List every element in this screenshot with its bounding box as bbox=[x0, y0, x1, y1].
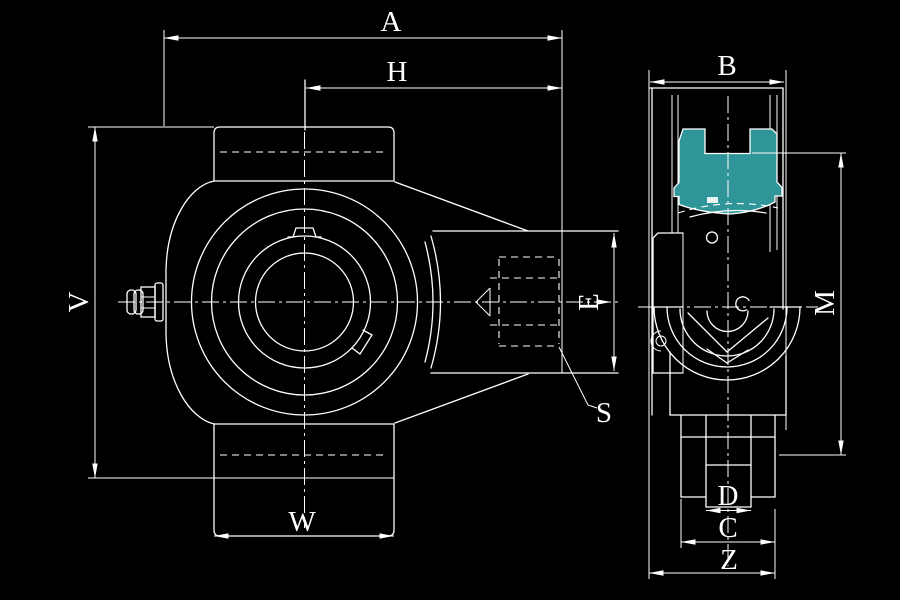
dim-label-z: Z bbox=[720, 544, 738, 576]
snap-hook bbox=[735, 296, 750, 312]
lube-hole bbox=[705, 231, 719, 244]
housing-semicircle bbox=[650, 296, 802, 381]
bearing-insert-highlight bbox=[673, 128, 783, 215]
insert-cross-section bbox=[673, 128, 783, 215]
dim-S: S bbox=[558, 346, 612, 429]
side-flange bbox=[650, 232, 684, 374]
dim-Z: Z bbox=[649, 544, 775, 576]
front-view: A H V bbox=[63, 6, 622, 539]
dim-W: W bbox=[214, 506, 394, 539]
dim-H: H bbox=[304, 56, 562, 131]
top-slot-block bbox=[213, 126, 395, 182]
dim-label-s: S bbox=[596, 397, 612, 429]
dim-label-a: A bbox=[381, 6, 402, 38]
dim-A: A bbox=[163, 6, 563, 373]
set-screw-side bbox=[351, 329, 373, 355]
dim-label-h: H bbox=[387, 56, 408, 88]
side-view: B bbox=[638, 50, 846, 579]
dim-V: V bbox=[63, 126, 394, 479]
dim-label-m: M bbox=[809, 290, 841, 316]
dim-label-v: V bbox=[63, 291, 95, 312]
dim-M: M bbox=[752, 152, 846, 456]
insert-slot bbox=[707, 197, 718, 203]
dim-label-w: W bbox=[288, 506, 316, 538]
dim-label-b: B bbox=[717, 50, 736, 82]
